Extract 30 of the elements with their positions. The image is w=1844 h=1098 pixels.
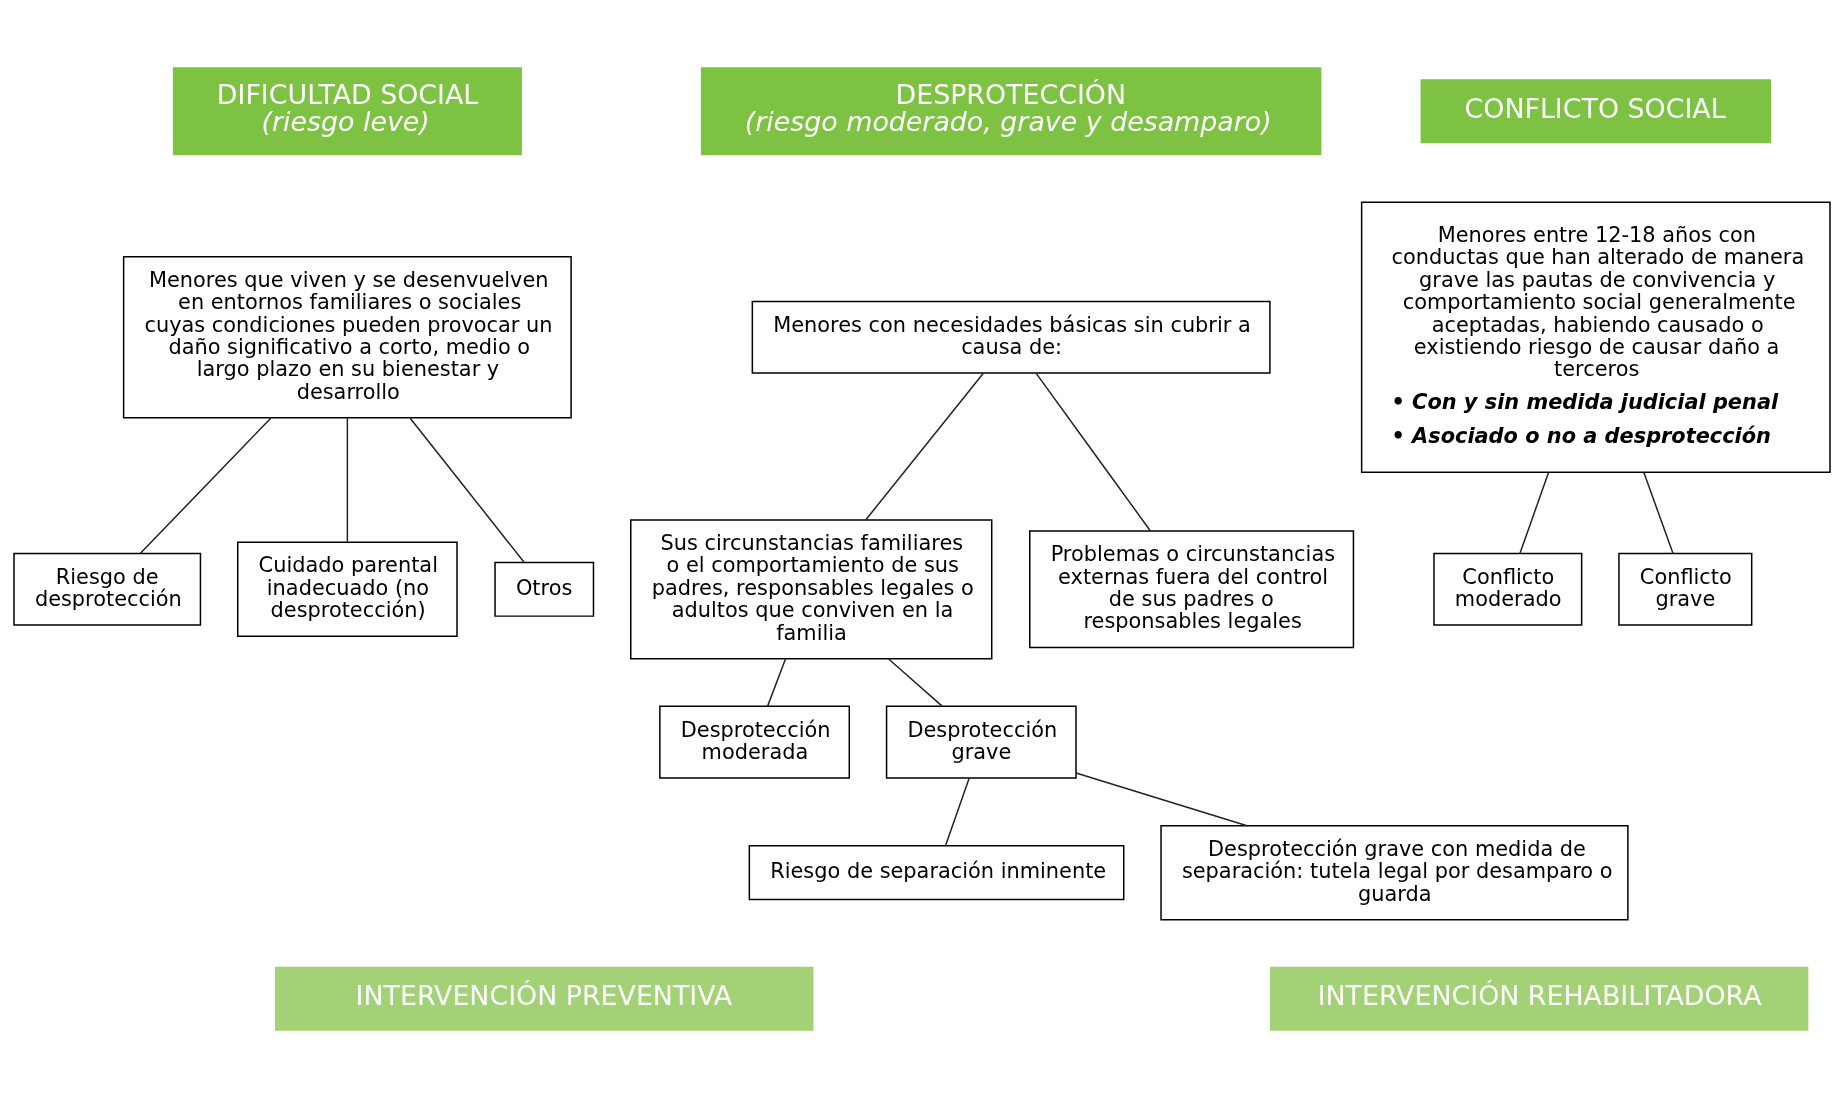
connector [139, 417, 272, 555]
node-box: DIFICULTAD SOCIAL (riesgo leve) [172, 67, 522, 156]
node-box: Menores con necesidades básicas sin cubrir a causa de: [751, 300, 1271, 374]
node-box: Otros [494, 561, 595, 617]
node-box: INTERVENCIÓN REHABILITADORA [1269, 966, 1809, 1031]
node-box: Conflicto moderado [1433, 552, 1583, 626]
connector [944, 777, 970, 847]
node-box: Menores entre 12-18 años con conductas que han alterado de manera grave las pautas de convivencia y comportamiento social generalmente aceptadas, habiendo causado o existiendo riesgo de causar daño a terceros • Con y sin medida judicial penal • Asociado o no a desprotección [1360, 201, 1831, 473]
node-box: Cuidado parental inadecuado (no desprotección) [237, 541, 458, 637]
node-box: DESPROTECCIÓN (riesgo moderado, grave y desamparo) [700, 67, 1322, 156]
connector [766, 657, 787, 707]
node-box: Sus circunstancias familiares o el comportamiento de sus padres, responsables legales o adultos que conviven en la familia [630, 519, 993, 660]
node-box: Conflicto grave [1618, 552, 1753, 626]
node-box: Desprotección grave [885, 705, 1077, 779]
connector [1075, 772, 1248, 827]
connector [1643, 471, 1674, 555]
node-box: Riesgo de separación inminente [748, 845, 1125, 901]
node-box: Menores que viven y se desenvuelven en entornos familiares o sociales cuyas condiciones pueden provocar un daño significativo a corto, medio o largo plazo en su bienestar y desarrollo [122, 255, 572, 419]
connector [346, 417, 349, 543]
connector [409, 417, 525, 563]
node-box: INTERVENCIÓN PREVENTIVA [275, 966, 814, 1031]
node-box: Desprotección grave con medida de separación: tutela legal por desamparo o guarda [1160, 824, 1629, 921]
node-box: CONFLICTO SOCIAL [1420, 79, 1772, 144]
node-box: Desprotección moderada [659, 705, 851, 779]
node-box: Problemas o circunstancias externas fuera del control de sus padres o responsables legales [1029, 530, 1355, 649]
connector [887, 657, 943, 707]
connector [1035, 372, 1152, 532]
connector [865, 372, 985, 521]
connector [1519, 471, 1550, 555]
node-box: Riesgo de desprotección [13, 552, 202, 626]
